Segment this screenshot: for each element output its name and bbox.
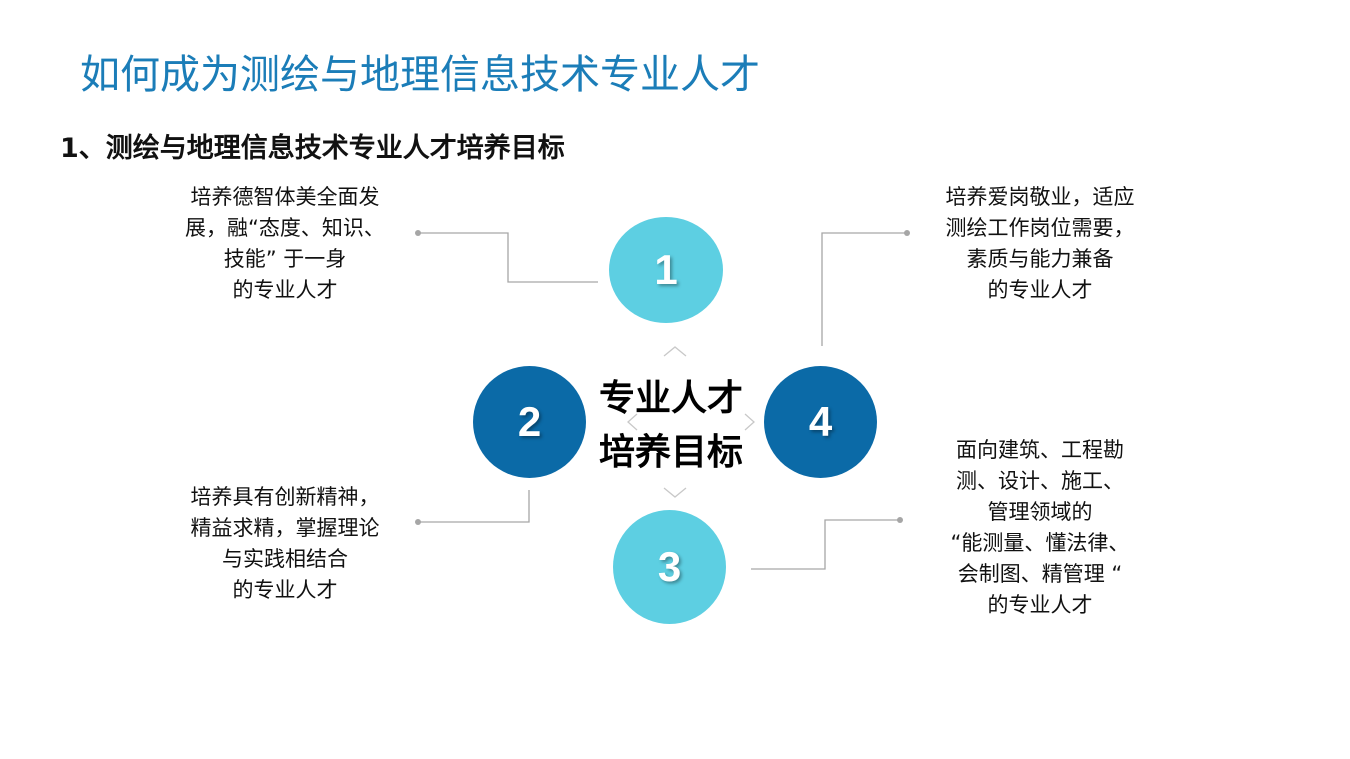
node-2-circle: 2 (473, 366, 586, 478)
center-line-1: 专业人才 (598, 378, 743, 419)
connector-1 (418, 232, 598, 283)
node-1-circle: 1 (609, 217, 723, 323)
node-number: 1 (654, 246, 678, 293)
node-3-text: 面向建筑、工程勘 测、设计、施工、 管理领域的 “能测量、懂法律、 会制图、精管… (950, 438, 1130, 617)
connector-2 (418, 490, 530, 523)
node-3-circle: 3 (613, 510, 726, 624)
chevron-left (627, 413, 638, 431)
chevron-right (744, 413, 755, 431)
node-4-text: 培养爱岗敬业，适应 测绘工作岗位需要， 素质与能力兼备 的专业人才 (945, 185, 1135, 302)
connector-4 (821, 232, 907, 346)
node-4-circle: 4 (764, 366, 877, 478)
slide-title: 如何成为测绘与地理信息技术专业人才 (80, 52, 760, 98)
chevron-up (663, 346, 687, 357)
node-number: 2 (517, 398, 542, 445)
node-number: 3 (657, 543, 682, 590)
node-number: 4 (808, 398, 833, 445)
connector-3 (751, 519, 900, 570)
chevron-down (663, 487, 687, 498)
section-heading: 1、测绘与地理信息技术专业人才培养目标 (60, 133, 565, 164)
center-line-2: 培养目标 (598, 432, 743, 473)
node-1-text: 培养德智体美全面发 展，融“态度、知识、 技能” 于一身 的专业人才 (185, 185, 385, 302)
center-label: 专业人才 培养目标 (586, 372, 756, 480)
node-2-text: 培养具有创新精神， 精益求精，掌握理论 与实践相结合 的专业人才 (190, 485, 380, 602)
